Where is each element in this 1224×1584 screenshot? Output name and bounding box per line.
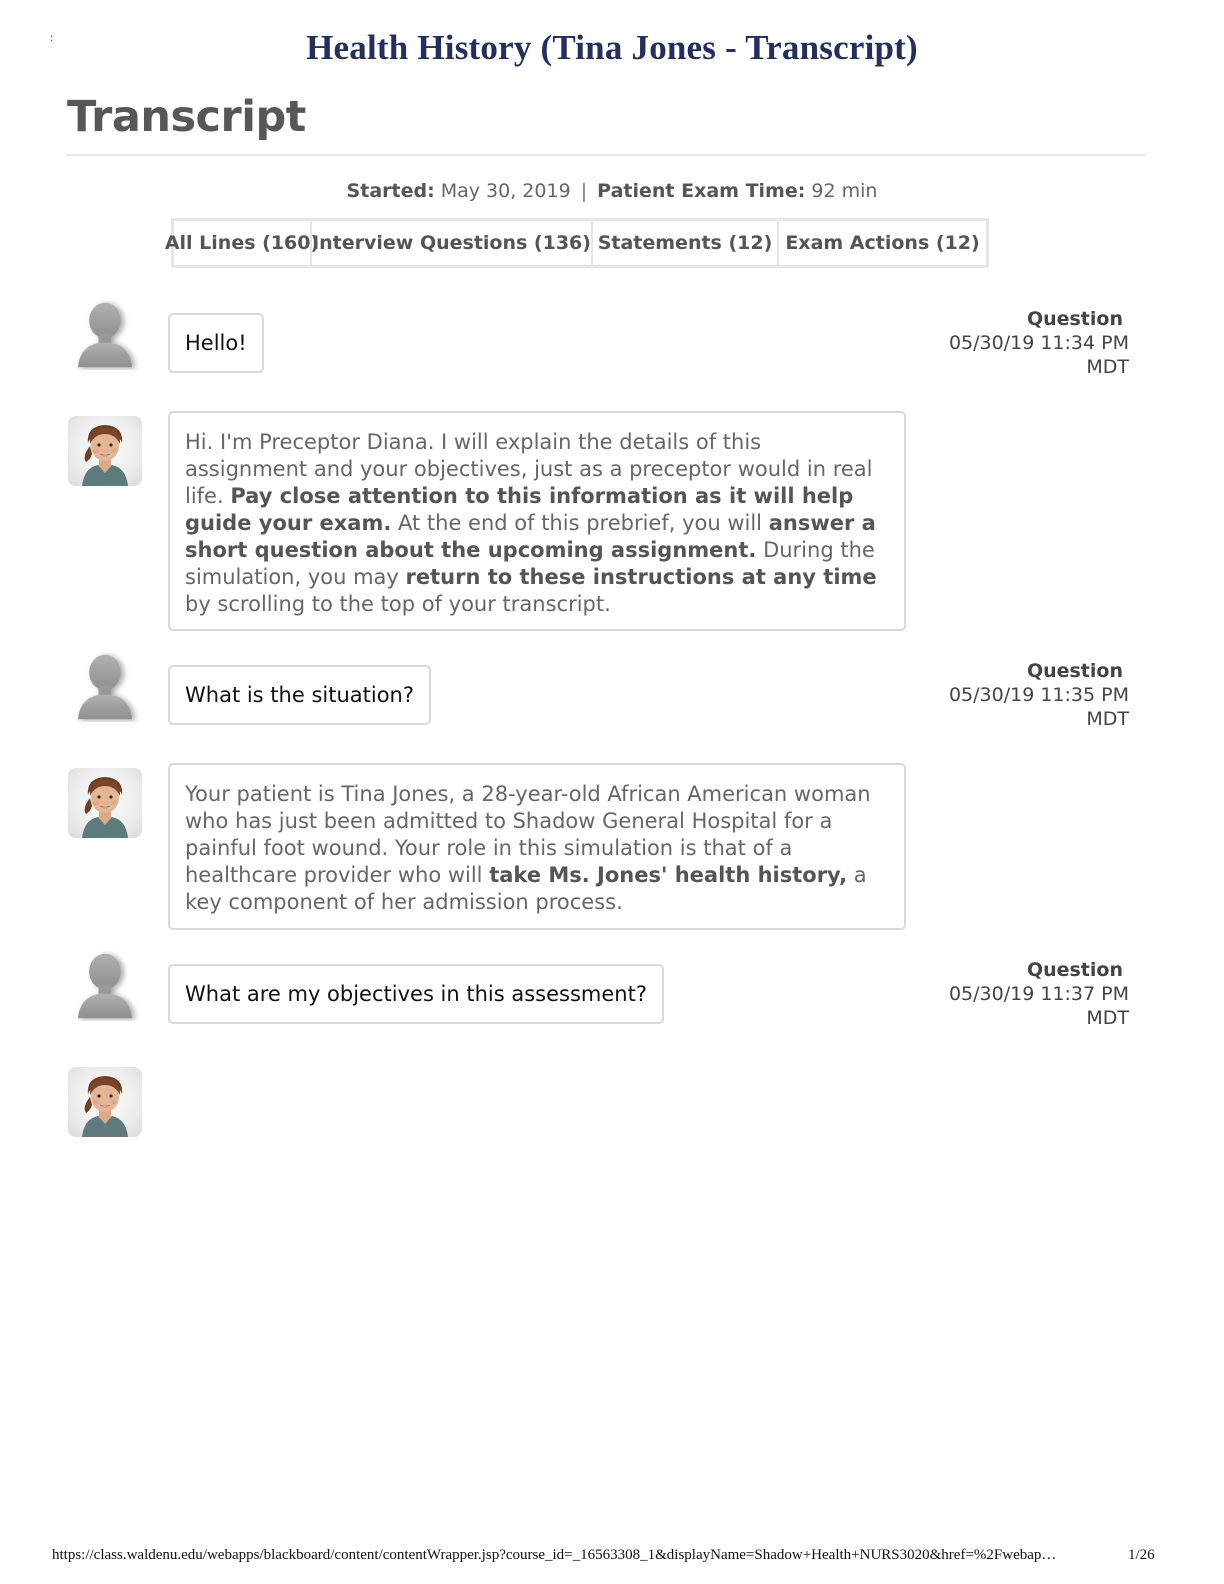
response-text: Hi. I'm Preceptor Diana. I will explain … [185,430,873,508]
student-avatar-icon [77,953,133,1019]
tab-statements[interactable]: Statements (12) [593,221,779,265]
entry-type-label: Question [1026,959,1123,981]
corner-mark: : [50,30,54,44]
started-value: May 30, 2019 [440,180,571,202]
started-label: Started: [346,180,435,202]
preceptor-avatar-icon [68,416,142,486]
question-text: Hello! [185,331,247,355]
question-bubble: What are my objectives in this assessmen… [168,964,664,1024]
exam-time-label: Patient Exam Time: [597,180,806,202]
response-emphasis: Pay close attention to this information … [185,484,854,535]
exam-meta: Started: May 30, 2019 | Patient Exam Tim… [0,180,1224,202]
footer-page-number: 1/26 [1128,1547,1155,1563]
question-text: What is the situation? [185,683,415,707]
preceptor-response-bubble: Your patient is Tina Jones, a 28-year-ol… [168,763,906,930]
response-text: by scrolling to the top of your transcri… [185,592,611,616]
entry-type-label: Question [1026,660,1123,682]
response-text: a key component of her admission process… [185,863,867,914]
entry-datetime: 05/30/19 11:37 PM [948,983,1129,1005]
entry-timezone: MDT [1086,356,1129,378]
response-emphasis: take Ms. Jones' health history, [489,863,848,887]
preceptor-response-bubble: Hi. I'm Preceptor Diana. I will explain … [168,411,906,631]
response-text: At the end of this prebrief, you will [391,511,769,535]
entry-timezone: MDT [1086,1007,1129,1029]
entry-type-label: Question [1026,308,1123,330]
heading-divider [67,154,1145,156]
meta-separator: | [580,180,588,202]
footer-url: https://class.waldenu.edu/webapps/blackb… [52,1547,1057,1563]
page-heading: Transcript [67,92,306,142]
entry-timestamp: Question 05/30/19 11:34 PM MDT [949,307,1129,379]
tab-interview-questions[interactable]: Interview Questions (136) [312,221,593,265]
entry-datetime: 05/30/19 11:34 PM [948,332,1129,354]
question-bubble: Hello! [168,313,264,373]
entry-timezone: MDT [1086,708,1129,730]
question-bubble: What is the situation? [168,665,432,725]
tab-all-lines[interactable]: All Lines (160) [165,221,319,265]
preceptor-avatar-icon [68,1067,142,1137]
student-avatar-icon [77,654,133,720]
response-text: Your patient is Tina Jones, a 28-year-ol… [185,782,871,887]
document-title: Health History (Tina Jones - Transcript) [306,28,918,67]
entry-timestamp: Question 05/30/19 11:35 PM MDT [949,659,1129,731]
transcript-filter-tabs: All Lines (160) Interview Questions (136… [165,218,989,268]
response-emphasis: answer a short question about the upcomi… [185,511,876,562]
preceptor-avatar-icon [68,768,142,838]
student-avatar-icon [77,302,133,368]
exam-time-value: 92 min [811,180,878,202]
entry-timestamp: Question 05/30/19 11:37 PM MDT [949,958,1129,1030]
response-text: During the simulation, you may [185,538,875,589]
entry-datetime: 05/30/19 11:35 PM [948,684,1129,706]
response-emphasis: return to these instructions at any time [405,565,877,589]
tab-exam-actions[interactable]: Exam Actions (12) [785,232,980,254]
question-text: What are my objectives in this assessmen… [185,982,647,1006]
